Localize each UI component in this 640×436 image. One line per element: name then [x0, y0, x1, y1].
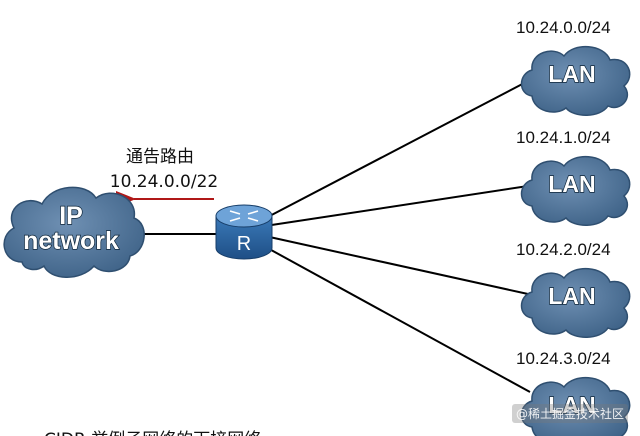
lan-cloud: 10.24.2.0/24 LAN — [516, 240, 631, 338]
link-router-lan-2 — [264, 235, 529, 295]
link-router-lan-1 — [264, 185, 529, 227]
lan-label: LAN — [548, 171, 595, 197]
cloud-icon — [520, 155, 631, 226]
router: R — [215, 204, 273, 260]
ip-network-label-line2: network — [23, 227, 119, 255]
lan-cloud: 10.24.0.0/24 LAN — [516, 18, 631, 116]
links — [130, 79, 531, 393]
cloud-icon — [520, 267, 631, 338]
watermark: @稀土掘金技术社区 — [511, 404, 628, 423]
lan-subnet-label: 10.24.2.0/24 — [516, 240, 611, 259]
link-router-lan-0 — [261, 79, 531, 221]
router-arrows-icon — [229, 210, 259, 222]
lan-cloud: 10.24.3.0/24 LAN — [516, 349, 631, 436]
link-router-lan-3 — [261, 244, 531, 393]
lan-label: LAN — [548, 283, 595, 309]
lan-subnet-label: 10.24.1.0/24 — [516, 128, 611, 147]
lan-clouds: 10.24.0.0/24 LAN 10.24.1.0/24 LAN 10.24.… — [516, 18, 631, 436]
ip-network-cloud: IP network — [3, 186, 145, 278]
lan-label: LAN — [548, 61, 595, 87]
lan-subnet-label: 10.24.3.0/24 — [516, 349, 611, 368]
figure-caption: CIDR 举例子网络的下接网络 — [44, 425, 261, 436]
cloud-icon — [520, 45, 631, 116]
lan-label: LAN — [548, 392, 595, 418]
router-top — [215, 204, 273, 228]
cloud-icon — [3, 186, 145, 278]
advertised-route: 10.24.0.0/22 — [110, 172, 218, 192]
cloud-icon — [520, 376, 631, 436]
lan-cloud: 10.24.1.0/24 LAN — [516, 128, 631, 226]
router-body — [215, 215, 273, 260]
router-label: R — [237, 233, 251, 255]
advertisement-label: 通告路由 — [126, 147, 194, 167]
ip-network-label-line1: IP — [59, 202, 83, 230]
lan-subnet-label: 10.24.0.0/24 — [516, 18, 611, 37]
